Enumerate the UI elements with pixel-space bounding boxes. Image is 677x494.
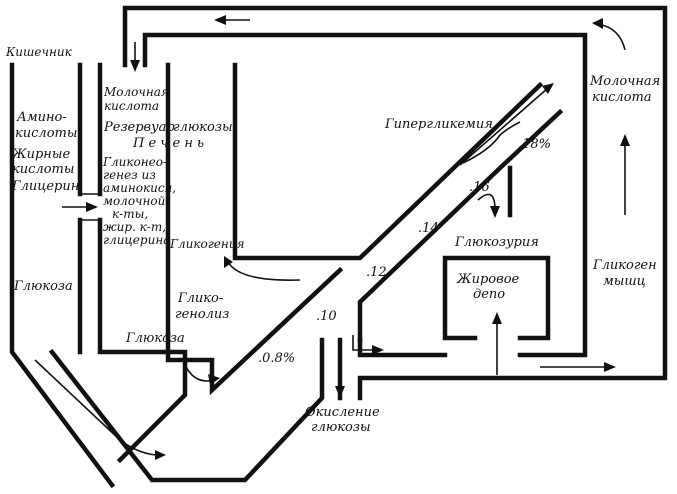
- bottom-pipe-lower: [122, 5, 668, 401]
- glycogenesis-arrowhead: [224, 256, 233, 268]
- bottom-pipe-upper: [357, 337, 448, 358]
- label-gluconeo-3: аминокисл,: [103, 181, 176, 195]
- top-flow-arrowhead: [214, 15, 226, 25]
- label-amino-2: кислоты: [15, 126, 77, 141]
- label-glucose-bottom: Глюкоза: [125, 331, 185, 346]
- label-hyperglycemia: Гипергликемия: [384, 117, 493, 132]
- label-fat-depot-2: депо: [473, 287, 505, 302]
- label-glycerol: Глицерин: [11, 179, 79, 194]
- bottom-right-arrowhead: [604, 362, 616, 372]
- label-gluconeo-6: жир. к-т,: [103, 220, 166, 234]
- lactic-inflow-arrowhead: [130, 60, 140, 72]
- liver-right-wall-2: [232, 62, 544, 261]
- liver-left-wall-lower: [97, 217, 188, 464]
- label-glucosuria: Глюкозурия: [454, 235, 539, 250]
- label-reservoir: Резервуар: [103, 120, 175, 135]
- label-lactic-right-1: Молочная: [589, 74, 660, 89]
- glucose-pipe-upper-wall: [165, 266, 344, 396]
- level-18: .18%: [518, 137, 551, 152]
- label-fatty-1: Жирные: [11, 147, 70, 162]
- fat-depot-box: [442, 255, 551, 341]
- label-glycogenesis: Гликогения: [169, 237, 245, 251]
- intestine-liver-slot: [80, 193, 100, 221]
- label-lactic-1: Молочная: [103, 85, 169, 99]
- label-fatty-2: кислоты: [12, 162, 74, 177]
- label-fat-depot-1: Жировое: [456, 272, 520, 287]
- label-muscle-glycogen-1: Гликоген: [592, 258, 657, 273]
- level-14: .14: [418, 221, 439, 236]
- hyperglycemia-brace: [462, 121, 521, 164]
- hyperglycemia-arrowhead: [542, 83, 554, 94]
- level-12: .12: [366, 265, 387, 280]
- label-gluconeo-4: молочной: [103, 194, 165, 208]
- label-lactic-right-2: кислота: [592, 90, 652, 105]
- label-gluconeo-1: Гликонео-: [102, 155, 167, 169]
- level-10: .10: [316, 309, 337, 324]
- intestine-channel-left-wall: [9, 62, 116, 489]
- label-glucose-left: Глюкоза: [13, 279, 73, 294]
- glycogenesis-curve-arrow: [227, 261, 301, 281]
- label-amino-1: Амино-: [16, 110, 67, 125]
- muscle-up-arrowhead: [620, 134, 630, 146]
- junction-right-arrowhead: [372, 345, 384, 355]
- intestine-to-liver-arrowhead: [86, 202, 98, 212]
- junction-right-arrow: [352, 335, 378, 351]
- label-gluconeo-7: глицерина: [103, 233, 170, 247]
- label-glycogenolysis-2: генолиз: [175, 307, 229, 322]
- level-16: .16: [469, 180, 490, 195]
- lactic-right-curve-arrowhead: [592, 18, 603, 29]
- label-muscle-glycogen-2: мышц: [603, 274, 646, 289]
- label-gluconeo-2: генез из: [103, 168, 156, 182]
- glucose-pipe-lower-wall: [48, 337, 325, 483]
- label-liver: П е ч е н ь: [132, 136, 204, 151]
- label-gluconeo-5: к-ты,: [112, 207, 148, 221]
- glucosuria-arrowhead: [490, 206, 500, 218]
- glucose-out-arrowhead: [208, 374, 220, 385]
- label-lactic-2: кислота: [104, 99, 159, 113]
- intestine-lower-arrowhead: [155, 450, 166, 460]
- hyperglycemia-arrow-line: [459, 87, 549, 166]
- label-glycogenolysis-1: Глико-: [177, 291, 223, 306]
- oxidation-arrowhead: [335, 386, 345, 398]
- fat-depot-arrowhead: [492, 312, 502, 324]
- label-glucose-top: глюкозы: [173, 120, 233, 135]
- hyperglycemia-pipe-lower: [357, 108, 564, 343]
- label-oxidation-1: Окисление: [305, 405, 380, 420]
- label-oxidation-2: глюкозы: [311, 420, 371, 435]
- level-08: .0.8%: [258, 351, 295, 366]
- top-loop-inner: [142, 32, 588, 358]
- label-intestine: Кишечник: [5, 45, 73, 59]
